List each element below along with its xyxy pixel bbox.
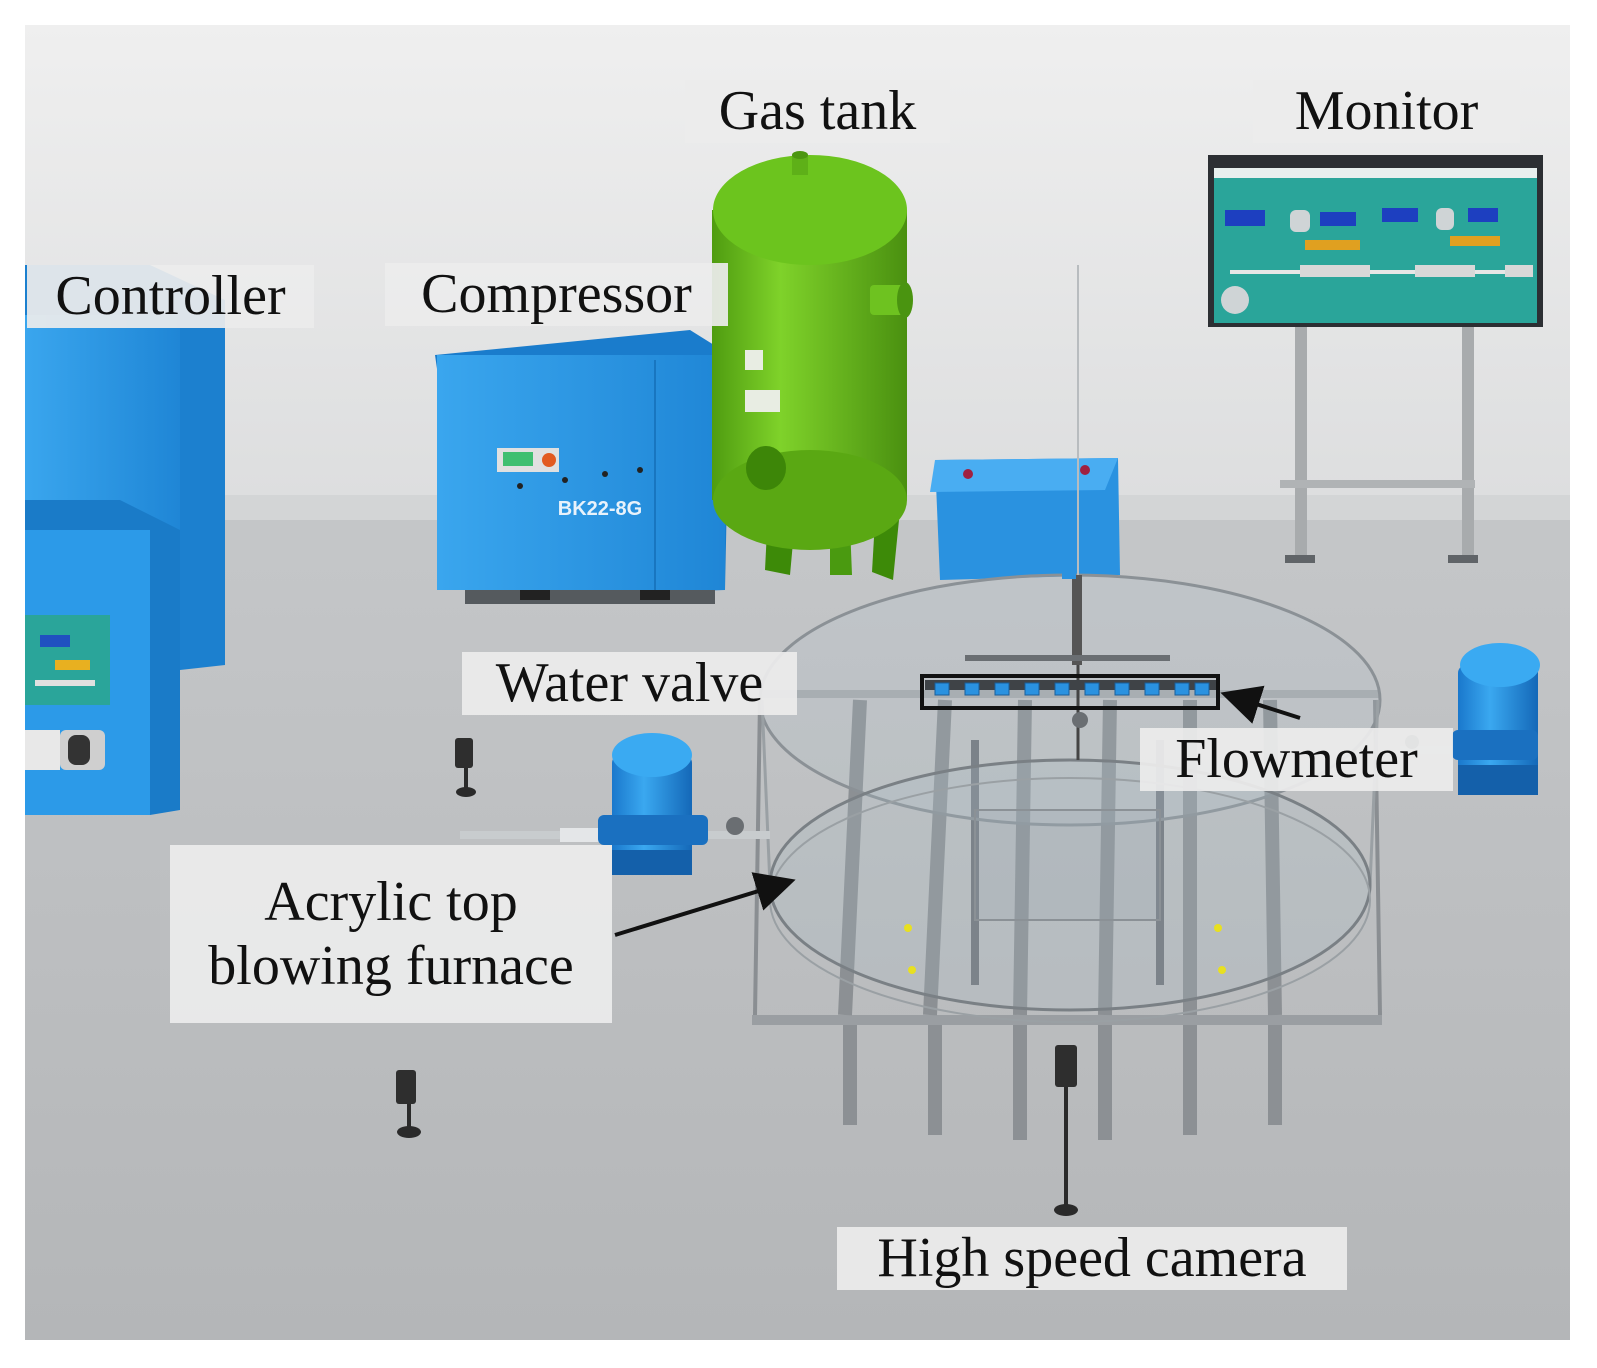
label-high-speed-camera: High speed camera <box>837 1227 1347 1290</box>
furnace-arrow <box>614 872 796 937</box>
label-flowmeter: Flowmeter <box>1140 728 1453 791</box>
label-acrylic-furnace-line1: Acrylic top <box>264 870 518 933</box>
monitor-display <box>1208 155 1543 563</box>
label-controller: Controller <box>27 265 314 328</box>
label-acrylic-furnace-line2: blowing furnace <box>208 935 574 997</box>
camera-stand-left-lower <box>396 1070 421 1138</box>
flowmeter-arrow <box>1220 685 1301 724</box>
gas-tank <box>712 151 913 580</box>
label-compressor: Compressor <box>385 263 728 326</box>
flowmeter-highlight-box <box>920 674 1220 710</box>
label-acrylic-furnace: Acrylic top blowing furnace <box>170 845 612 1023</box>
high-speed-camera <box>1054 1045 1078 1216</box>
compressor-unit: BK22-8G <box>435 330 730 604</box>
pump-left <box>460 733 770 875</box>
camera-stand-left-upper <box>455 738 476 797</box>
water-tank-box <box>930 458 1120 580</box>
compressor-model-label: BK22-8G <box>558 498 642 520</box>
label-gas-tank: Gas tank <box>685 80 950 143</box>
acrylic-furnace <box>758 573 1382 1023</box>
label-water-valve: Water valve <box>462 652 797 715</box>
label-monitor: Monitor <box>1253 80 1520 143</box>
water-valve-manifold <box>920 655 1220 710</box>
